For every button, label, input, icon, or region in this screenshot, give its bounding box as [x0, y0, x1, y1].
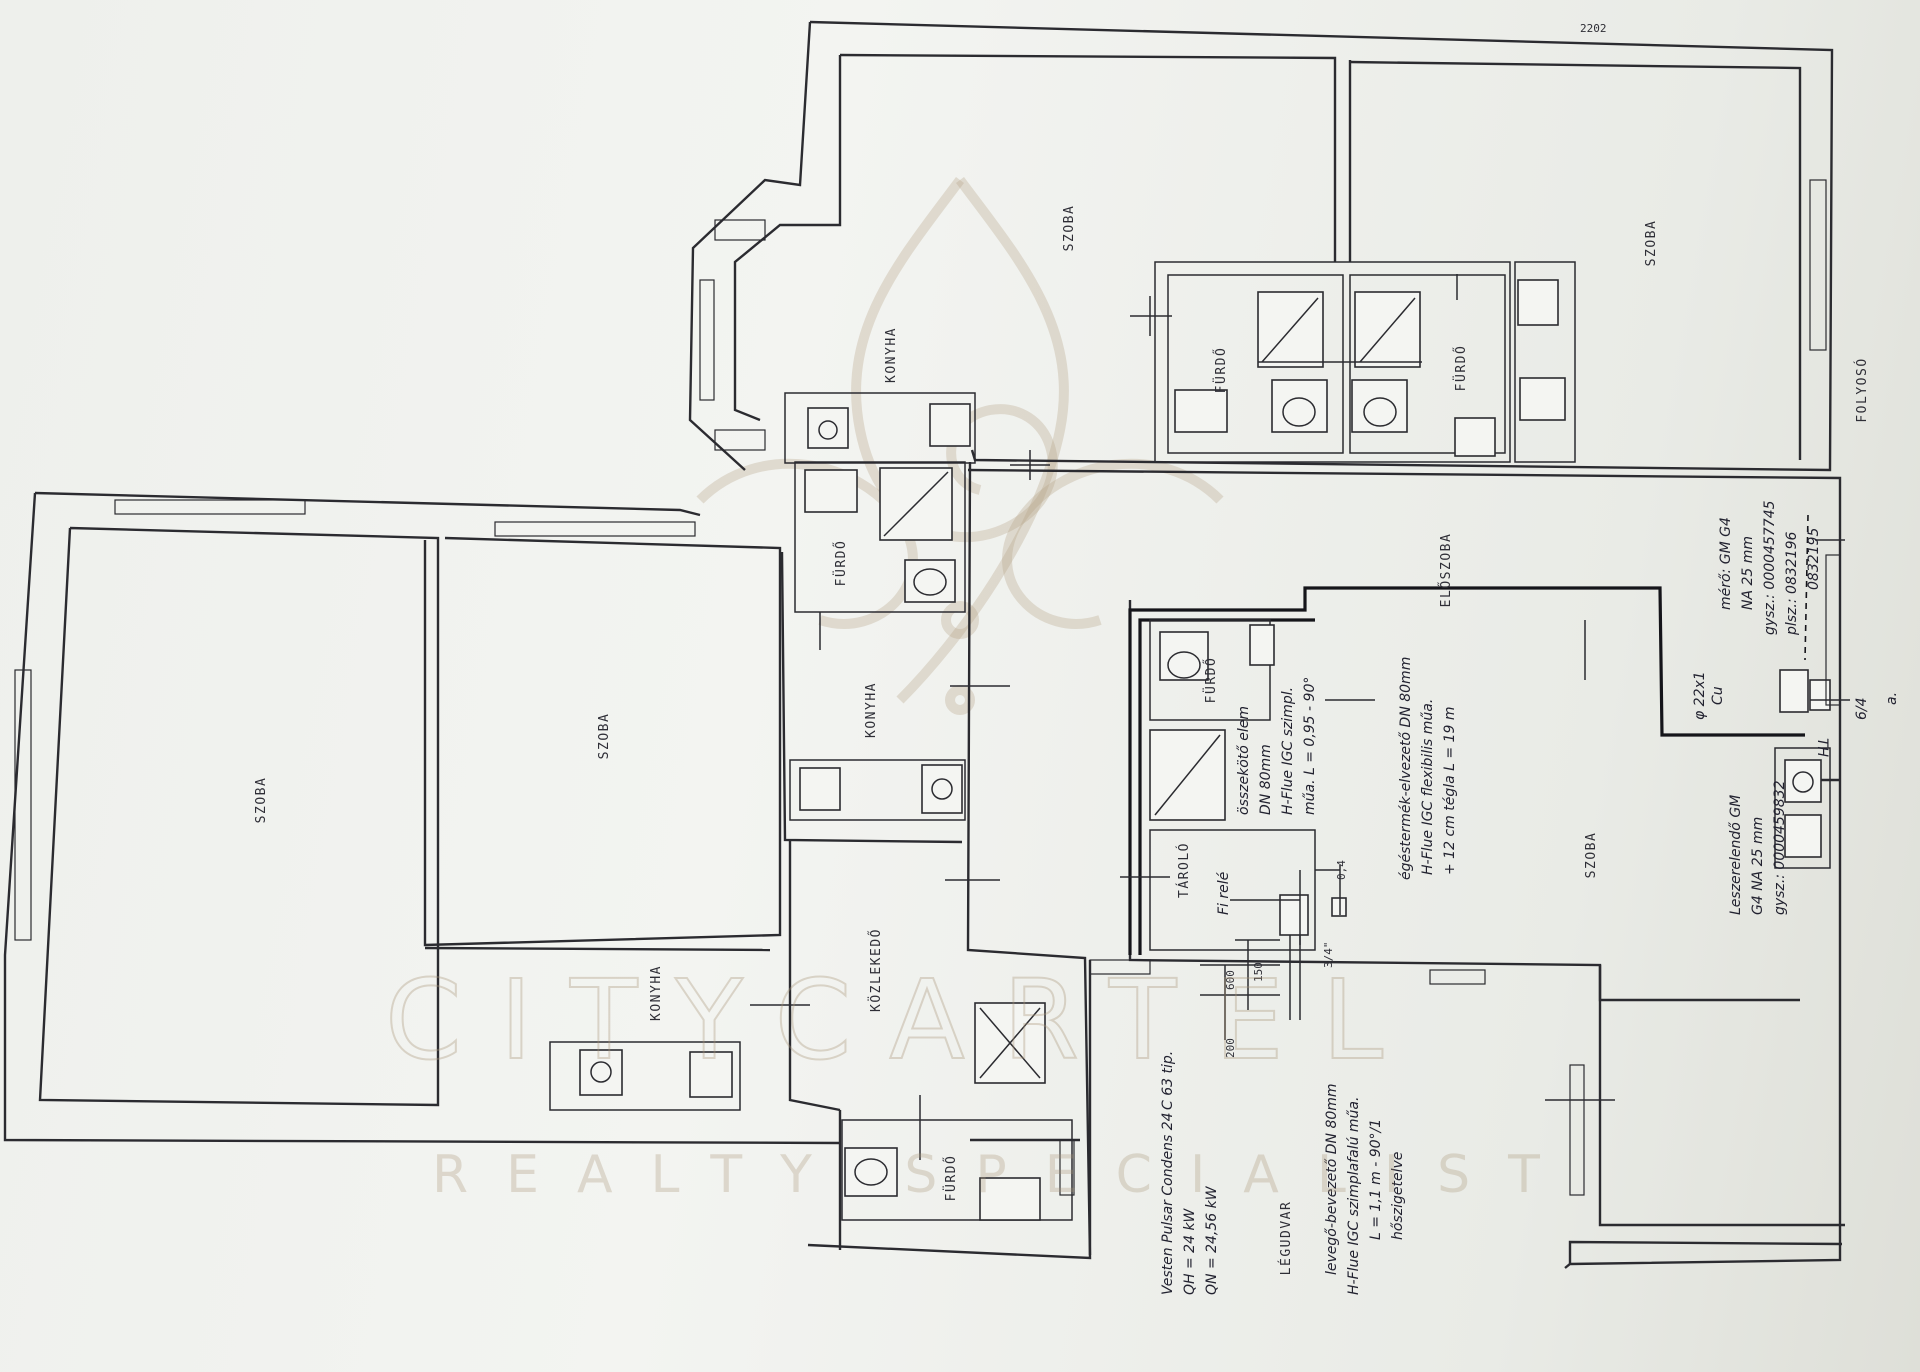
note-meter-5: 0832195: [1806, 528, 1822, 590]
dim-600: 600: [1224, 970, 1237, 990]
note-intake-1: levegő-bevezető DN 80mm: [1324, 1083, 1340, 1275]
room-labels: SZOBA SZOBA SZOBA SZOBA SZOBA KONYHA KON…: [254, 205, 1870, 1276]
watermark-tagline: REALTY SPECIALIST: [432, 1145, 1578, 1205]
stove-1: [1517, 279, 1559, 326]
washbasin-2: [979, 1177, 1041, 1221]
note-intake-3: L = 1,1 m - 90°/1: [1368, 1119, 1384, 1240]
note-element-1: összekötő elem: [1236, 706, 1252, 815]
room-label-szoba-3: SZOBA: [1062, 205, 1077, 252]
note-meter-1: mérő: GM G4: [1718, 517, 1734, 610]
note-exhaust-2: H-Flue IGC flexibilis műa.: [1420, 699, 1436, 875]
sink-5: [799, 767, 841, 811]
stove-5: [1784, 759, 1822, 803]
room-label-tarolo: TÁROLÓ: [1176, 842, 1192, 898]
sink-3: [1519, 377, 1566, 421]
note-fitting: 6/4: [1854, 697, 1870, 720]
room-label-furdo-3: FÜRDŐ: [832, 540, 849, 587]
bathroom-block-top: [1154, 261, 1576, 463]
note-pipe: φ 22x1: [1692, 671, 1708, 720]
gas-meter: [1779, 669, 1809, 713]
room-label-furdo-1: FÜRDŐ: [1212, 347, 1229, 394]
room-label-kozlekedo: KÖZLEKEDŐ: [867, 928, 884, 1012]
stove-3: [921, 764, 963, 814]
note-boiler-4: QN = 24,56 kW: [1204, 1185, 1220, 1295]
room-label-szoba-5: SZOBA: [1584, 832, 1599, 879]
room-label-furdo-4: FÜRDŐ: [1202, 657, 1219, 704]
technical-notes: Vesten Pulsar Condens 24 C 63 tip. QH = …: [1160, 22, 1900, 1295]
room-label-furdo-2: FÜRDŐ: [1452, 345, 1469, 392]
sink-6: [689, 1051, 733, 1098]
watermark: CITYCARTEL REALTY SPECIALIST: [384, 955, 1578, 1205]
watermark-brand: CITYCARTEL: [385, 956, 1421, 1084]
toilet-4: [844, 1147, 898, 1197]
flue-outlet: [1331, 897, 1347, 917]
windows: [14, 179, 1841, 1196]
sink-4: [929, 403, 971, 447]
dim-150: 150: [1252, 962, 1265, 982]
room-label-konyha-3: KONYHA: [649, 965, 664, 1021]
note-fi-rele: Fi relé: [1216, 871, 1232, 915]
note-exhaust-1: égéstermék-elvezető DN 80mm: [1398, 657, 1414, 880]
washbasin-3: [1249, 624, 1275, 666]
note-boiler-2: C 63 tip.: [1160, 1051, 1176, 1110]
room-label-szoba-2: SZOBA: [597, 713, 612, 760]
figure-number: 2202: [1580, 22, 1607, 35]
stove-2: [807, 407, 849, 449]
note-fitting-a: a.: [1884, 692, 1900, 705]
note-element-2: DN 80mm: [1258, 744, 1274, 815]
room-label-eloszoba: ELŐSZOBA: [1438, 533, 1454, 608]
technical-room: [1128, 514, 1850, 1040]
dim-200: 200: [1224, 1038, 1237, 1058]
room-label-folyoso: FOLYOSÓ: [1854, 357, 1870, 422]
room-label-szoba-4: SZOBA: [1644, 220, 1659, 267]
toilet-1: [1271, 379, 1328, 433]
stove-4: [579, 1049, 623, 1096]
sink-2: [1454, 417, 1496, 457]
note-pipe-mat: Cu: [1710, 686, 1726, 705]
note-exhaust-3: + 12 cm tégla L = 19 m: [1442, 707, 1458, 875]
toilet-2: [1351, 379, 1408, 433]
note-meter-2: NA 25 mm: [1740, 536, 1756, 610]
lower-fixtures: [549, 1002, 1073, 1221]
note-sub-1: Leszerelendő GM: [1728, 795, 1744, 915]
sink-7: [1784, 814, 1822, 858]
note-element-4: műa. L = 0,95 - 90°: [1302, 677, 1318, 815]
shutoff-valve: [1809, 679, 1831, 711]
room-label-konyha-1: KONYHA: [884, 327, 899, 383]
note-sub-2: G4 NA 25 mm: [1750, 817, 1766, 915]
note-meter-3: gysz.: 0000457745: [1762, 500, 1778, 635]
dim-3-4: 3/4": [1322, 942, 1335, 969]
note-boiler-3: QH = 24 kW: [1182, 1207, 1198, 1295]
dim-04: 0,4: [1335, 860, 1348, 880]
note-sub-3: gysz.: 0000459832: [1772, 780, 1788, 915]
note-intake-2: H-Flue IGC szimplafalú műa.: [1346, 1097, 1362, 1295]
room-label-legudvar: LÉGUDVAR: [1278, 1201, 1294, 1276]
note-boiler-1: Vesten Pulsar Condens 24: [1160, 1112, 1176, 1295]
sink-1: [1174, 389, 1228, 433]
door-marks: [750, 274, 1615, 1160]
center-column-fixtures: [784, 392, 976, 821]
note-element-3: H-Flue IGC szimpl.: [1280, 687, 1296, 815]
washbasin-1: [804, 469, 858, 513]
note-intake-4: hőszigetelve: [1390, 1152, 1406, 1240]
room-label-furdo-5: FÜRDŐ: [942, 1155, 959, 1202]
note-th: TH: [1814, 738, 1830, 758]
note-meter-4: plsz.: 0832196: [1784, 532, 1800, 636]
boiler: [1279, 894, 1309, 936]
walls: [3, 20, 1845, 1269]
room-label-szoba-1: SZOBA: [254, 777, 269, 824]
room-label-konyha-2: KONYHA: [864, 682, 879, 738]
toilet-5: [1159, 631, 1209, 681]
